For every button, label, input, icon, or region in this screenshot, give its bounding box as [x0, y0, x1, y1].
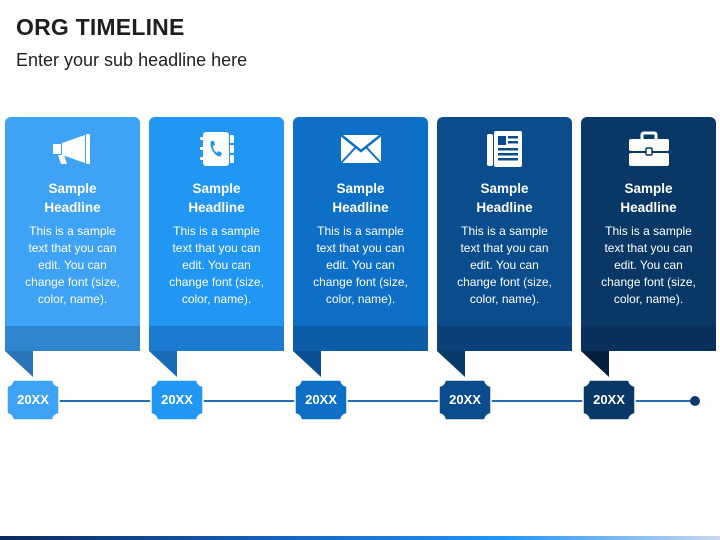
card-band — [581, 326, 716, 351]
megaphone-icon — [5, 129, 140, 169]
card-pointer — [581, 351, 609, 377]
card-pointer — [5, 351, 33, 377]
card-band — [293, 326, 428, 351]
footer-gradient-bar — [0, 536, 720, 540]
card-band — [437, 326, 572, 351]
timeline-end-dot — [690, 396, 700, 406]
year-badge: 20XX — [293, 378, 349, 422]
card-pointer — [149, 351, 177, 377]
envelope-icon — [293, 129, 428, 169]
card-pointer — [293, 351, 321, 377]
timeline-line — [30, 400, 694, 402]
card-band — [149, 326, 284, 351]
year-badge: 20XX — [437, 378, 493, 422]
newspaper-icon — [437, 129, 572, 169]
year-badge: 20XX — [5, 378, 61, 422]
page-title: ORG TIMELINE — [16, 14, 185, 40]
briefcase-icon — [581, 129, 716, 169]
year-badge: 20XX — [581, 378, 637, 422]
contacts-book-icon — [149, 129, 284, 169]
card-band — [5, 326, 140, 351]
page-subtitle: Enter your sub headline here — [16, 50, 248, 70]
year-badge: 20XX — [149, 378, 205, 422]
card-pointer — [437, 351, 465, 377]
